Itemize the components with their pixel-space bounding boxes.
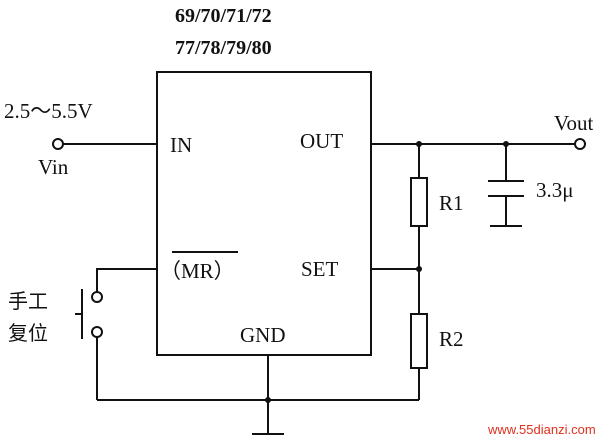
gnd-junction: [265, 397, 271, 403]
mr-wire: [96, 268, 157, 292]
vin-terminal: [52, 138, 64, 150]
vin-label: Vin: [38, 155, 69, 179]
ic-body: [156, 71, 372, 356]
r1-body: [410, 177, 428, 227]
vout-label: Vout: [554, 111, 593, 135]
pin-mr-label: （MR）: [160, 259, 235, 283]
pin-set-label: SET: [301, 257, 339, 281]
r1-label: R1: [439, 191, 464, 215]
reset-switch-label-line2: 复位: [8, 321, 48, 345]
pin-out-label: OUT: [300, 129, 343, 153]
pin-in-label: IN: [170, 133, 192, 157]
r2-label: R2: [439, 327, 464, 351]
reset-switch-label-line1: 手工: [8, 289, 48, 313]
capacitor-label: 3.3μ: [536, 178, 574, 202]
ic-part-numbers-line1: 69/70/71/72: [175, 5, 272, 27]
pin-gnd-label: GND: [240, 323, 286, 347]
switch-contact-bottom: [91, 326, 103, 338]
switch-contact-top: [91, 291, 103, 303]
watermark: www.55dianzi.com: [487, 422, 596, 437]
input-voltage-range: 2.5～5.5V: [4, 99, 93, 123]
r2-body: [410, 313, 428, 369]
ic-part-numbers-line2: 77/78/79/80: [175, 37, 272, 59]
vout-terminal: [574, 138, 586, 150]
